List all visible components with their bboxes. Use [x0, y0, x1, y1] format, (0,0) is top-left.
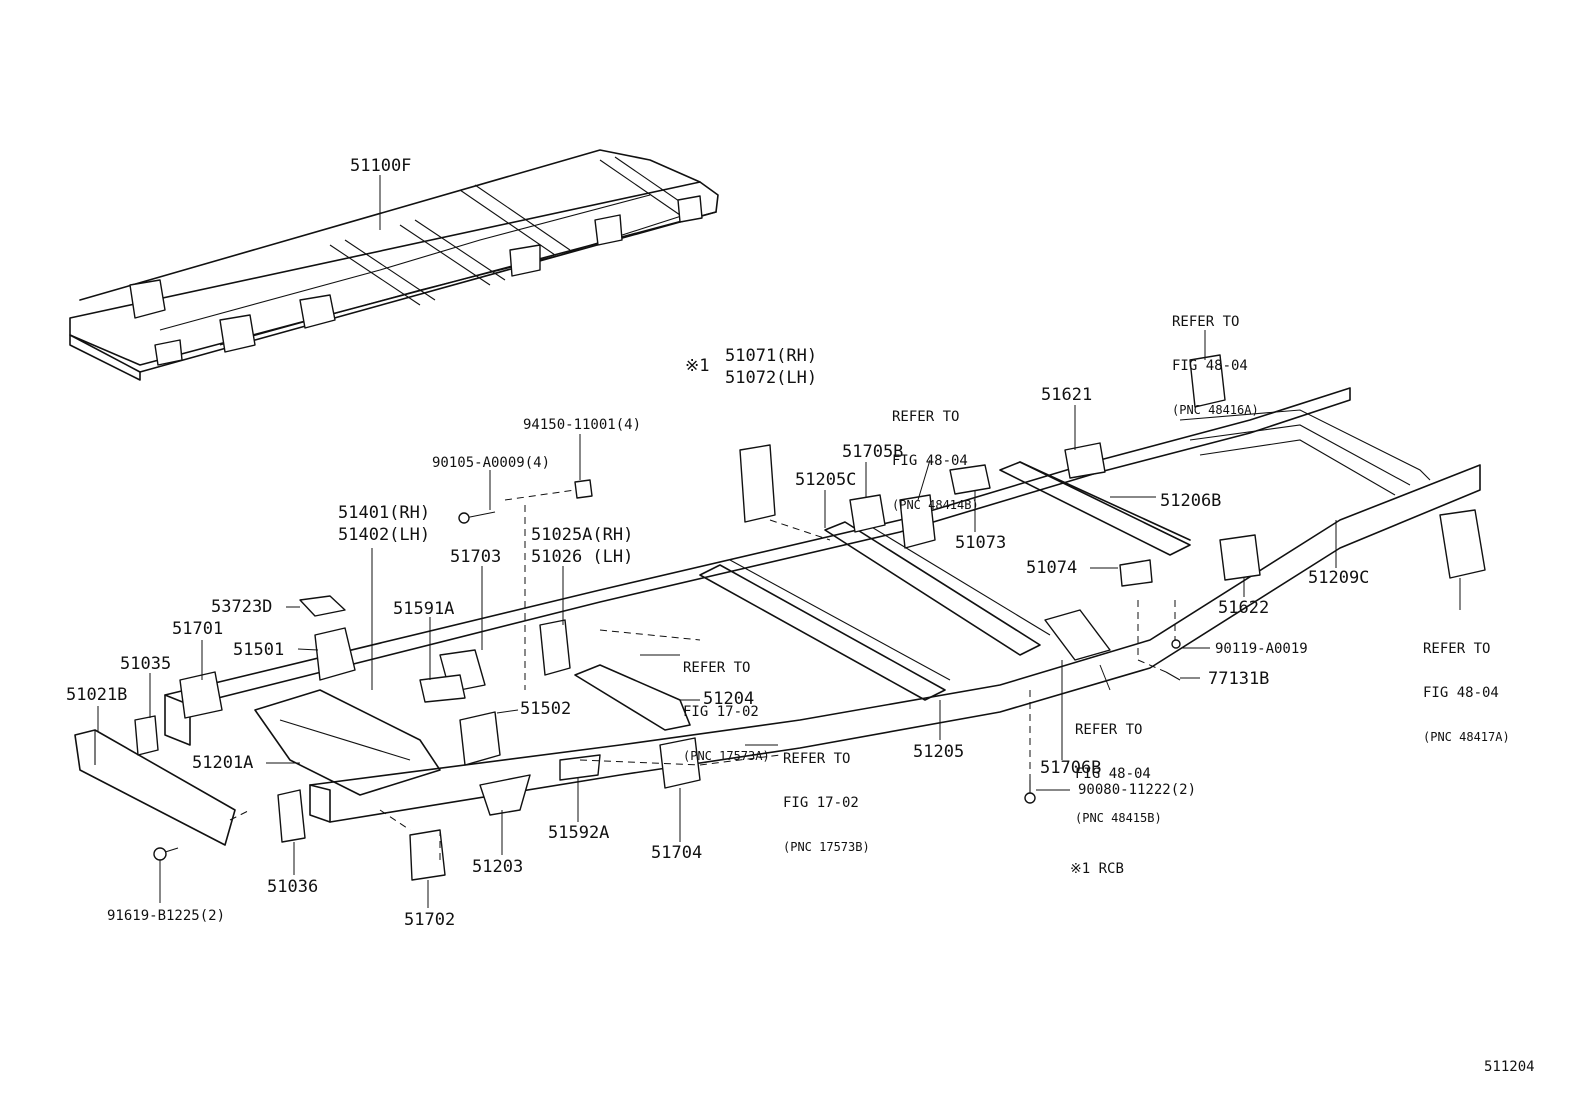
label-51201A: 51201A	[192, 753, 254, 773]
label-51209C: 51209C	[1308, 568, 1370, 588]
assembly-lines	[229, 489, 1176, 860]
label-51402: 51402(LH)	[338, 525, 431, 545]
ref-line: FIG 48-04	[1172, 358, 1248, 375]
label-51622: 51622	[1218, 598, 1270, 618]
label-51071: 51071(RH)	[725, 346, 818, 366]
label-94150: 94150-11001(4)	[523, 417, 642, 433]
label-51501: 51501	[233, 640, 285, 660]
ref-line: FIG 48-04	[1075, 766, 1151, 783]
ref-fig-17-02-a: REFER TO FIG 17-02 (PNC 17573A)	[683, 632, 770, 791]
label-51204: 51204	[703, 689, 755, 709]
figure-code: 511204	[1484, 1059, 1535, 1075]
label-51701: 51701	[172, 619, 224, 639]
frame-assembly-overview	[69, 149, 719, 381]
label-51206B: 51206B	[1160, 491, 1222, 511]
label-51072: 51072(LH)	[725, 368, 818, 388]
label-51502: 51502	[520, 699, 572, 719]
label-51703: 51703	[450, 547, 502, 567]
label-rcb-mark: ※1	[685, 356, 710, 376]
ref-pnc: (PNC 17573A)	[683, 748, 770, 763]
label-51203: 51203	[472, 857, 524, 877]
ref-fig-48-04-48416A: REFER TO FIG 48-04 (PNC 48416A)	[1172, 286, 1259, 445]
label-53723D: 53723D	[211, 597, 273, 617]
ref-line: REFER TO	[783, 751, 851, 768]
label-51706B: 51706B	[1040, 758, 1102, 778]
label-51074: 51074	[1026, 558, 1078, 578]
ref-line: REFER TO	[1075, 722, 1143, 739]
frame-main	[74, 354, 1486, 881]
label-rcb-note: ※1 RCB	[1070, 861, 1124, 877]
label-91619: 91619-B1225(2)	[107, 908, 226, 924]
ref-fig-48-04-48414B: REFER TO FIG 48-04 (PNC 48414B)	[892, 381, 979, 540]
label-51401: 51401(RH)	[338, 503, 431, 523]
label-51205: 51205	[913, 742, 965, 762]
label-90119: 90119-A0019	[1215, 641, 1308, 657]
ref-pnc: (PNC 48417A)	[1423, 729, 1510, 744]
label-51036: 51036	[267, 877, 319, 897]
label-51591A: 51591A	[393, 599, 455, 619]
ref-line: FIG 17-02	[683, 704, 759, 721]
ref-line: FIG 48-04	[1423, 685, 1499, 702]
ref-pnc: (PNC 48414B)	[892, 497, 979, 512]
label-51100F: 51100F	[350, 156, 412, 176]
leader-lines	[97, 330, 1461, 908]
ref-pnc: (PNC 17573B)	[783, 839, 870, 854]
ref-line: REFER TO	[1423, 641, 1491, 658]
ref-line: REFER TO	[892, 409, 960, 426]
ref-line: FIG 17-02	[783, 795, 859, 812]
label-51705B: 51705B	[842, 442, 904, 462]
ref-pnc: (PNC 48415B)	[1075, 810, 1162, 825]
ref-fig-48-04-48417A: REFER TO FIG 48-04 (PNC 48417A)	[1423, 613, 1510, 772]
label-51021B: 51021B	[66, 685, 128, 705]
label-51621: 51621	[1041, 385, 1093, 405]
label-77131B: 77131B	[1208, 669, 1270, 689]
label-90080: 90080-11222(2)	[1078, 782, 1197, 798]
label-51073: 51073	[955, 533, 1007, 553]
label-90105: 90105-A0009(4)	[432, 455, 551, 471]
label-51704: 51704	[651, 843, 703, 863]
ref-fig-17-02-b: REFER TO FIG 17-02 (PNC 17573B)	[783, 723, 870, 882]
ref-pnc: (PNC 48416A)	[1172, 402, 1259, 417]
ref-line: REFER TO	[683, 660, 751, 677]
label-51205C: 51205C	[795, 470, 857, 490]
label-51025A: 51025A(RH)	[531, 525, 634, 545]
label-51035: 51035	[120, 654, 172, 674]
label-51592A: 51592A	[548, 823, 610, 843]
ref-line: FIG 48-04	[892, 453, 968, 470]
ref-line: REFER TO	[1172, 314, 1240, 331]
ref-fig-48-04-48415B: REFER TO FIG 48-04 (PNC 48415B)	[1075, 694, 1162, 853]
label-51702: 51702	[404, 910, 456, 930]
label-51026: 51026 (LH)	[531, 547, 634, 567]
